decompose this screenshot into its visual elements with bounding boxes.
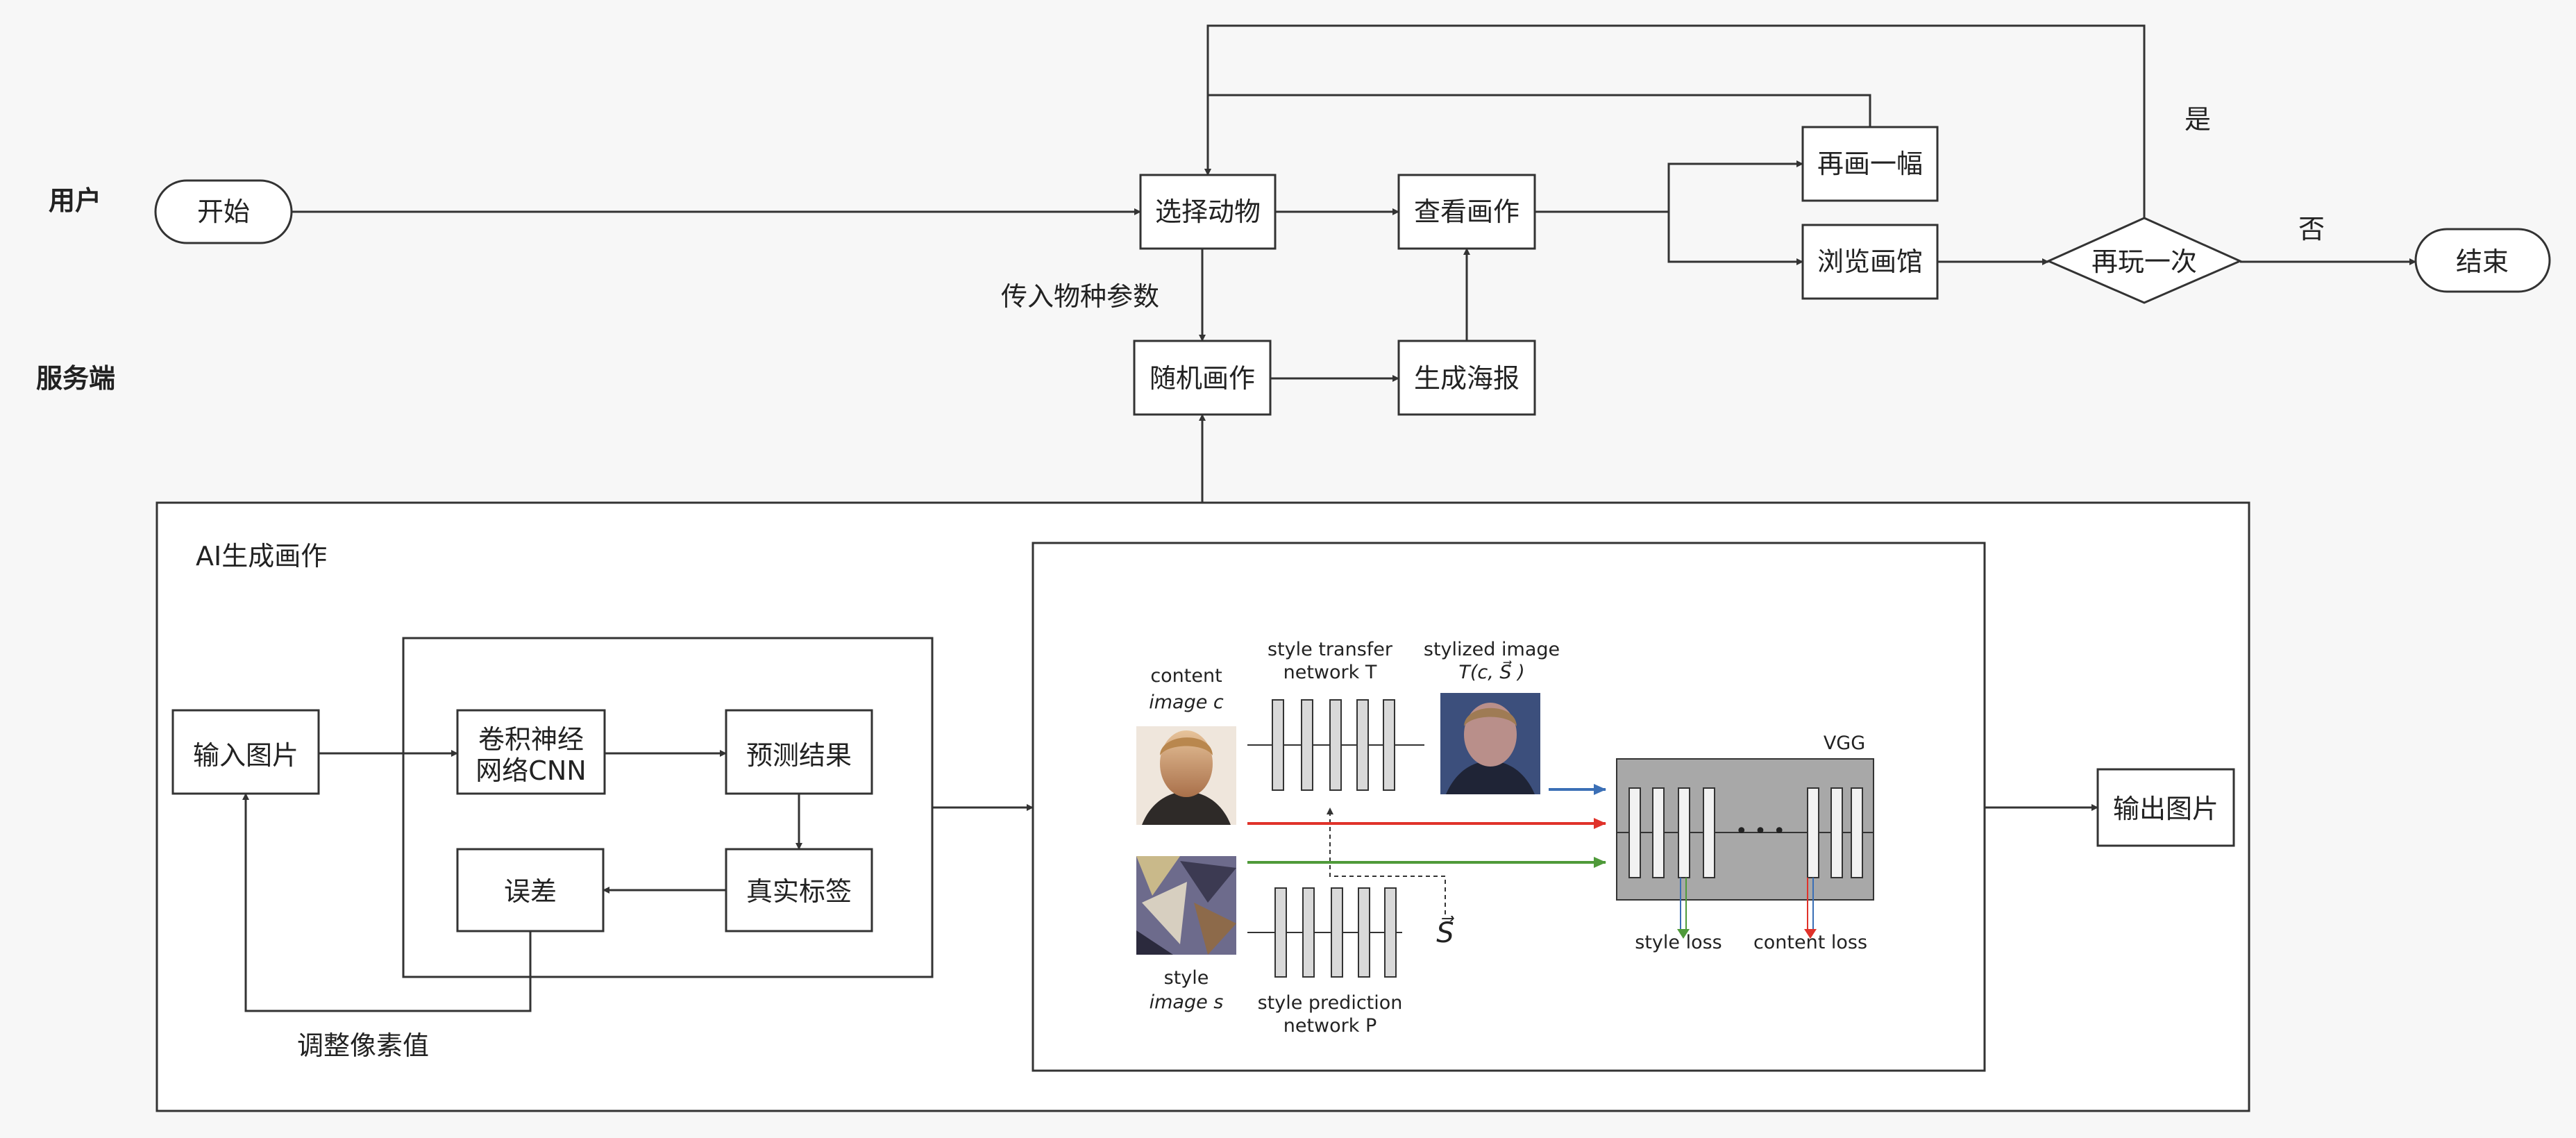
stylized-image-caption-1: stylized image xyxy=(1424,639,1560,660)
style-vector-symbol: S⃗ xyxy=(1436,916,1454,949)
draw-again-node xyxy=(1801,126,1939,202)
transfer-network-caption-2: network T xyxy=(1283,662,1377,683)
style-vector-dashed-arrow xyxy=(1327,808,1446,914)
input-image-node xyxy=(171,709,320,795)
content-loss-label: content loss xyxy=(1753,932,1867,953)
content-face-image xyxy=(1136,726,1236,825)
vgg-label: VGG xyxy=(1824,733,1865,754)
prediction-network-caption-1: style prediction xyxy=(1258,992,1403,1014)
cnn-label-line2: 网络CNN xyxy=(475,755,586,786)
error-label: 误差 xyxy=(504,876,557,907)
play-again-decision xyxy=(2046,217,2243,304)
output-image-label: 输出图片 xyxy=(2113,794,2219,824)
start-label: 开始 xyxy=(197,196,250,227)
arrow-error-to-input xyxy=(242,793,532,1012)
true-label-node xyxy=(725,848,873,932)
transfer-network-layers xyxy=(1272,699,1395,791)
content-image-caption-1: content xyxy=(1150,665,1222,687)
draw-again-label: 再画一幅 xyxy=(1817,149,1923,179)
style-image-caption-1: style xyxy=(1164,967,1209,989)
lane-user-label: 用户 xyxy=(49,185,101,216)
arrow-decision-yes xyxy=(1204,24,2146,218)
generate-poster-label: 生成海报 xyxy=(1414,363,1519,394)
prediction-node xyxy=(725,709,873,795)
style-loss-label: style loss xyxy=(1635,932,1721,953)
transfer-network-caption-1: style transfer xyxy=(1268,639,1393,660)
true-label-label: 真实标签 xyxy=(746,876,852,907)
select-animal-label: 选择动物 xyxy=(1155,196,1261,227)
species-param-label: 传入物种参数 xyxy=(1001,281,1159,312)
style-image-caption-2: image s xyxy=(1150,991,1224,1013)
style-abstract-image xyxy=(1136,856,1236,955)
cnn-node xyxy=(456,709,606,795)
select-animal-node xyxy=(1139,174,1277,250)
input-image-label: 输入图片 xyxy=(193,740,298,771)
vgg-layers xyxy=(1628,787,1863,878)
browse-gallery-label: 浏览画馆 xyxy=(1817,246,1923,277)
no-label: 否 xyxy=(2298,214,2325,244)
arrow-view-to-draw-again xyxy=(1535,160,1803,213)
browse-gallery-node xyxy=(1801,224,1939,300)
cnn-label-line1: 卷积神经 xyxy=(478,724,584,755)
prediction-network-caption-2: network P xyxy=(1283,1015,1377,1037)
view-painting-node xyxy=(1397,174,1536,250)
play-again-label: 再玩一次 xyxy=(2091,246,2197,277)
style-loss-arrowhead xyxy=(1677,929,1690,939)
vgg-ellipsis: • • • xyxy=(1735,819,1785,844)
stylized-image-caption-2: T(c, S⃗ ) xyxy=(1458,660,1524,683)
arrow-view-to-browse xyxy=(1667,212,1803,265)
lane-server-label: 服务端 xyxy=(36,363,115,394)
adjust-pixels-label: 调整像素值 xyxy=(297,1030,429,1061)
stylized-face-image xyxy=(1440,693,1540,794)
content-image-caption-2: image c xyxy=(1149,692,1224,713)
content-loss-arrowhead xyxy=(1804,929,1817,939)
random-painting-label: 随机画作 xyxy=(1150,363,1255,394)
end-label: 结束 xyxy=(2456,246,2509,277)
ai-section-title: AI生成画作 xyxy=(196,541,327,571)
yes-label: 是 xyxy=(2184,104,2211,135)
prediction-label: 预测结果 xyxy=(746,740,852,771)
view-painting-label: 查看画作 xyxy=(1414,196,1519,227)
output-image-node xyxy=(2096,768,2235,847)
prediction-network-layers xyxy=(1274,887,1397,978)
